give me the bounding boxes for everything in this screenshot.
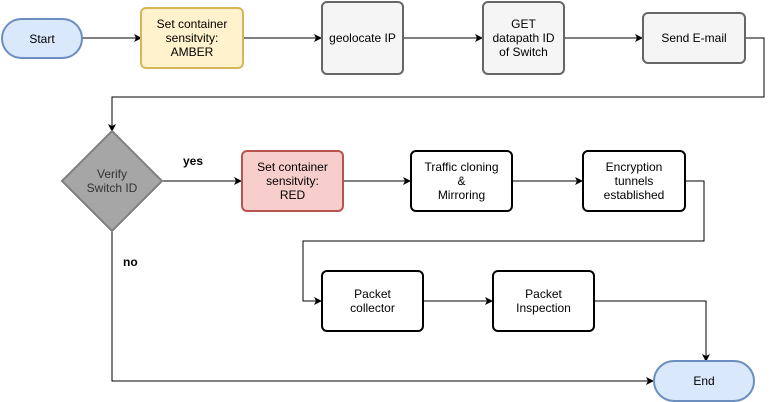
- edge-verify-end: [111, 231, 654, 385]
- edge-label-yes: yes: [183, 154, 204, 168]
- red-node-label: Set container sensitvity: RED: [257, 160, 328, 202]
- end-node-label: End: [693, 374, 715, 388]
- encryption-node-label: Encryption tunnels established: [603, 160, 665, 202]
- cloning-shape: [410, 150, 513, 212]
- collector-shape: [321, 270, 424, 332]
- inspection-node-label: Packet Inspection: [516, 287, 571, 315]
- encryption-shape: [582, 150, 686, 212]
- geolocate-node-label: geolocate IP: [329, 31, 396, 45]
- edge-label-no: no: [123, 255, 138, 269]
- verify-shape: [60, 129, 164, 233]
- email-node-label: Send E-mail: [661, 31, 727, 45]
- start-shape: [1, 18, 83, 59]
- email-shape: [642, 12, 746, 64]
- amber-shape: [140, 7, 244, 69]
- inspection-shape: [492, 270, 595, 332]
- end-shape: [653, 360, 755, 402]
- red-shape: [241, 150, 344, 212]
- edge-email-verify: [108, 37, 765, 132]
- edge-inspection-end: [594, 300, 710, 362]
- cloning-node-label: Traffic cloning & Mirroring: [424, 160, 499, 202]
- verify-node-label: Verify Switch ID: [86, 167, 138, 195]
- getdpid-node-label: GET datapath ID of Switch: [492, 17, 555, 59]
- geolocate-shape: [321, 1, 404, 75]
- start-node-label: Start: [29, 31, 55, 46]
- amber-node-label: Set container sensitvity: AMBER: [156, 17, 228, 59]
- collector-node-label: Packet collector: [350, 287, 395, 315]
- edge-encryption-collector: [302, 180, 705, 305]
- getdpid-shape: [482, 1, 565, 75]
